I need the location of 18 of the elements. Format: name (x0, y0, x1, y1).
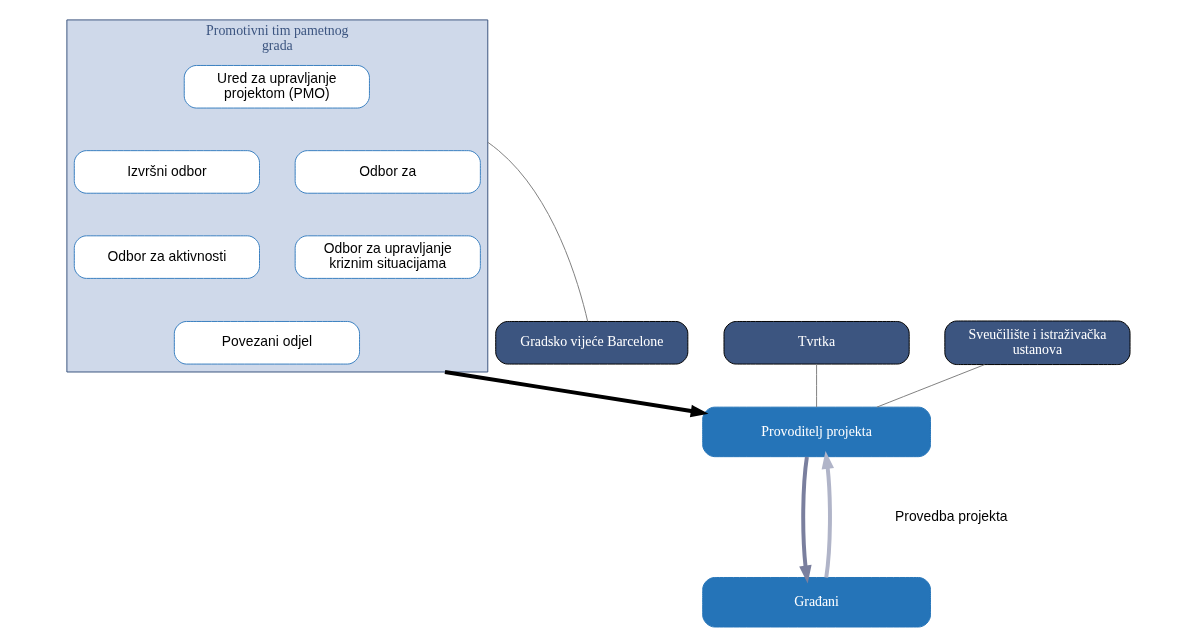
node-box: Povezani odjel (173, 321, 361, 365)
connector (876, 364, 986, 408)
arrow (444, 370, 709, 418)
node-box: Ured za upravljanje projektom (PMO) (183, 64, 370, 109)
node-box: Izvršni odbor (73, 150, 260, 194)
connector (487, 141, 589, 322)
node-box: Odbor za upravljanje kriznim situacijama (294, 235, 481, 279)
node-box: Građani (702, 577, 931, 628)
node-box: Gradsko vijeće Barcelone (495, 321, 689, 365)
node-box: Tvrtka (723, 321, 910, 365)
node-box: Odbor za (294, 150, 481, 194)
connector (816, 363, 818, 408)
arrow (821, 451, 835, 578)
arrow (799, 456, 812, 584)
node-box: Odbor za aktivnosti (73, 235, 260, 279)
label: Provedba projekta (895, 507, 1008, 524)
node-box: Provoditelj projekta (702, 406, 931, 458)
node-box: Sveučilište i istraživačka ustanova (944, 320, 1131, 366)
